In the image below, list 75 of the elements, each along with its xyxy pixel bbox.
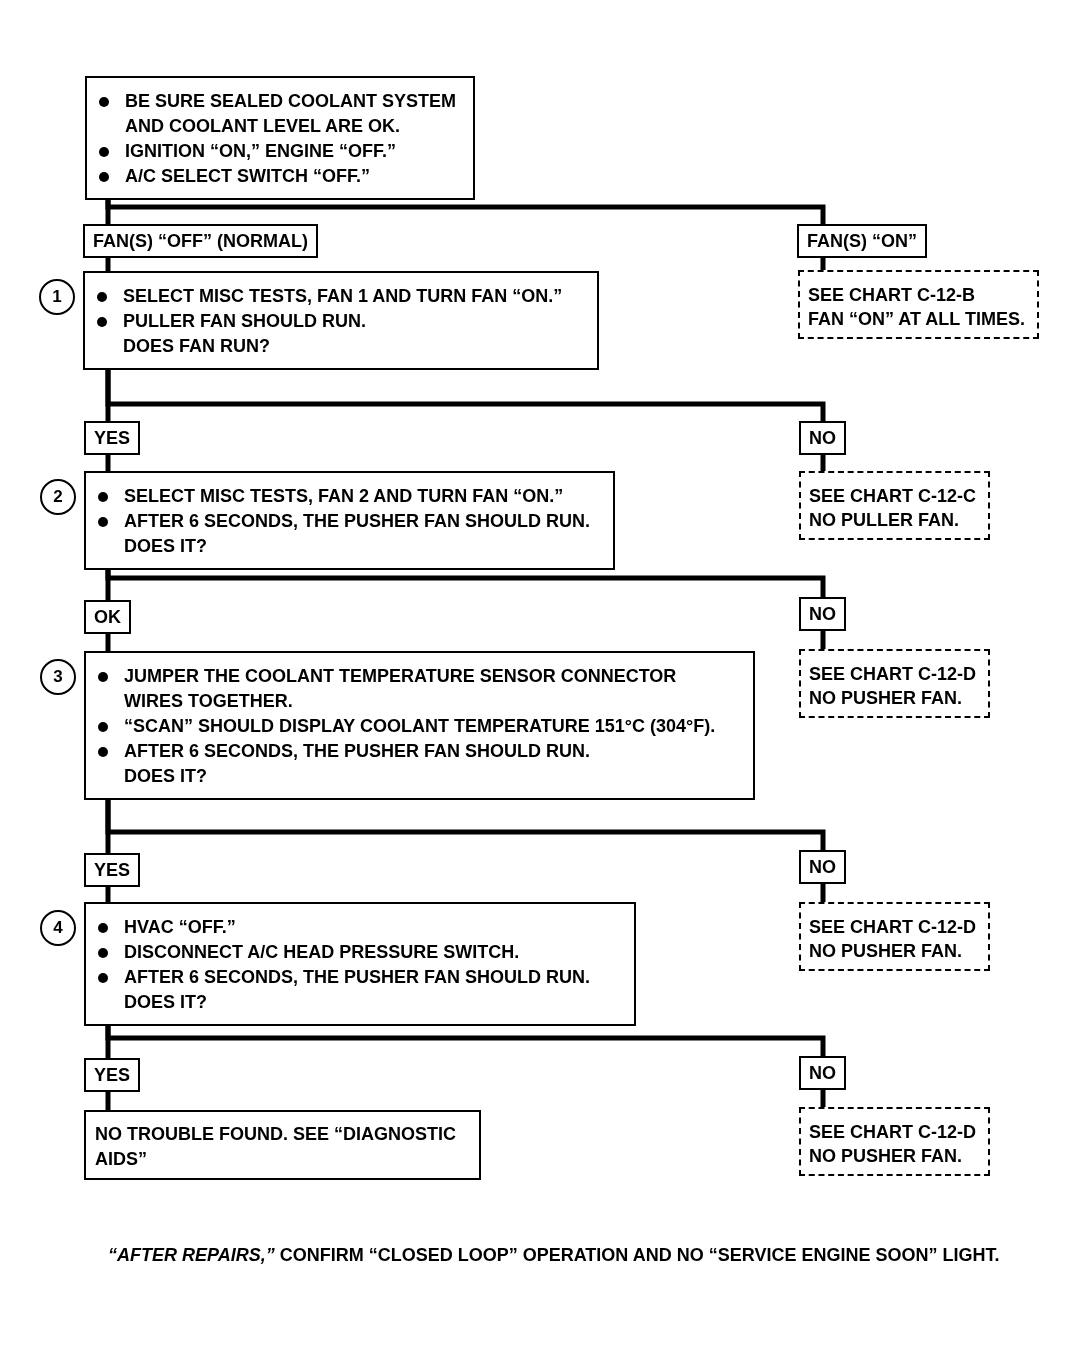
connector-line xyxy=(105,1092,111,1110)
reference-text: NO PULLER FAN. xyxy=(809,509,959,532)
instruction-text: A/C SELECT SWITCH “OFF.” xyxy=(125,165,370,188)
condition-box xyxy=(799,850,846,884)
condition-box xyxy=(799,597,846,631)
condition-text: NO xyxy=(809,427,836,450)
result-text: NO TROUBLE FOUND. SEE “DIAGNOSTIC AIDS” xyxy=(95,1123,457,1171)
condition-text: NO xyxy=(809,856,836,879)
connector-line xyxy=(105,455,111,471)
connector-line xyxy=(105,800,826,850)
callout-number: 2 xyxy=(40,479,76,515)
callout-number: 4 xyxy=(40,910,76,946)
condition-box xyxy=(83,224,318,258)
condition-box xyxy=(84,853,141,887)
question-text: DOES FAN RUN? xyxy=(123,335,270,358)
connector-line xyxy=(820,455,826,471)
callout-number: 1 xyxy=(39,279,75,315)
instruction-text: “SCAN” SHOULD DISPLAY COOLANT TEMPERATURE 151°C (304°F). xyxy=(124,715,716,738)
connector-line xyxy=(105,570,826,597)
reference-text: NO PUSHER FAN. xyxy=(809,1145,963,1168)
connector-line xyxy=(105,199,826,224)
connector-line xyxy=(820,258,826,270)
condition-box xyxy=(797,224,927,258)
instruction-text: SELECT MISC TESTS, FAN 1 AND TURN FAN “ON.” xyxy=(123,285,563,308)
instruction-text: AFTER 6 SECONDS, THE PUSHER FAN SHOULD RUN. xyxy=(124,740,591,763)
reference-text: SEE CHART C-12-D xyxy=(809,916,977,939)
reference-text: SEE CHART C-12-B xyxy=(808,284,976,307)
condition-text: YES xyxy=(94,859,131,882)
reference-text: SEE CHART C-12-D xyxy=(809,663,977,686)
instruction-text: JUMPER THE COOLANT TEMPERATURE SENSOR CONNECTOR WIRES TOGETHER. xyxy=(124,665,678,713)
connector-line xyxy=(105,258,111,271)
condition-text: YES xyxy=(94,427,131,450)
reference-text: NO PUSHER FAN. xyxy=(809,687,963,710)
connector-line xyxy=(105,887,111,902)
instruction-text: BE SURE SEALED COOLANT SYSTEM AND COOLANT LEVEL ARE OK. xyxy=(125,90,458,138)
reference-text: SEE CHART C-12-D xyxy=(809,1121,977,1144)
instruction-text: HVAC “OFF.” xyxy=(124,916,236,939)
reference-text: SEE CHART C-12-C xyxy=(809,485,977,508)
condition-text: NO xyxy=(809,603,836,626)
connector-line xyxy=(820,631,826,649)
instruction-text: AFTER 6 SECONDS, THE PUSHER FAN SHOULD RUN. xyxy=(124,510,591,533)
footer-note: “AFTER REPAIRS,” CONFIRM “CLOSED LOOP” OPERATION AND NO “SERVICE ENGINE SOON” LIGHT. xyxy=(108,1245,1000,1266)
instruction-box xyxy=(85,76,475,200)
instruction-text: DISCONNECT A/C HEAD PRESSURE SWITCH. xyxy=(124,941,520,964)
condition-text: FAN(S) “ON” xyxy=(807,230,917,253)
question-text: DOES IT? xyxy=(124,991,207,1014)
reference-text: FAN “ON” AT ALL TIMES. xyxy=(808,308,1025,331)
condition-box xyxy=(84,421,141,455)
connector-line xyxy=(820,1090,826,1107)
condition-text: FAN(S) “OFF” (NORMAL) xyxy=(93,230,308,253)
result-box xyxy=(84,1110,481,1180)
reference-box xyxy=(798,270,1039,339)
reference-box xyxy=(799,1107,991,1176)
connector-line xyxy=(105,634,111,651)
condition-box xyxy=(799,421,846,455)
condition-text: YES xyxy=(94,1064,131,1087)
condition-text: OK xyxy=(94,606,121,629)
reference-text: NO PUSHER FAN. xyxy=(809,940,963,963)
connector-line xyxy=(820,884,826,902)
connector-line xyxy=(105,370,826,421)
condition-box xyxy=(84,1058,141,1092)
instruction-text: IGNITION “ON,” ENGINE “OFF.” xyxy=(125,140,396,163)
reference-box xyxy=(799,471,991,540)
question-text: DOES IT? xyxy=(124,765,207,788)
instruction-text: SELECT MISC TESTS, FAN 2 AND TURN FAN “ON.” xyxy=(124,485,564,508)
instruction-text: AFTER 6 SECONDS, THE PUSHER FAN SHOULD RUN. xyxy=(124,966,591,989)
reference-box xyxy=(799,902,991,971)
condition-box xyxy=(84,600,131,634)
connector-line xyxy=(105,1026,826,1056)
condition-box xyxy=(799,1056,846,1090)
reference-box xyxy=(799,649,991,718)
instruction-text: PULLER FAN SHOULD RUN. xyxy=(123,310,366,333)
callout-number: 3 xyxy=(40,659,76,695)
question-text: DOES IT? xyxy=(124,535,207,558)
condition-text: NO xyxy=(809,1062,836,1085)
